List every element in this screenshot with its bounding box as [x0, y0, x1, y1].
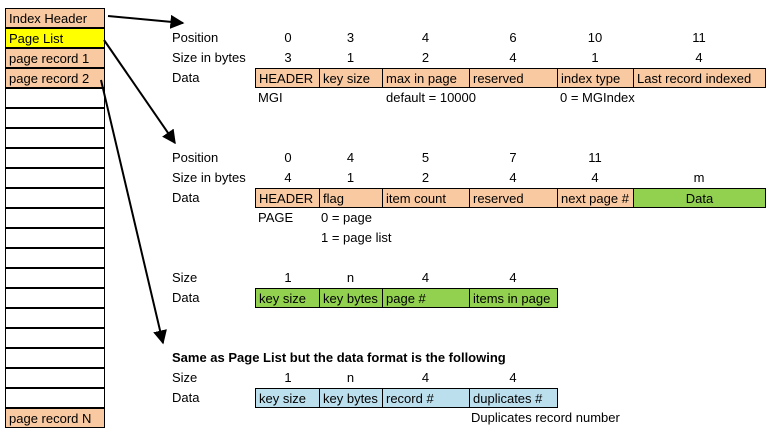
size-value: 4: [509, 170, 517, 185]
position-value: 3: [346, 30, 355, 45]
page-record-2-cell: page record 2: [5, 68, 105, 88]
size-value: 1: [346, 170, 355, 185]
empty-record-cell: [5, 168, 105, 188]
flag-note: 1 = page list: [321, 230, 392, 245]
size-value: 4: [509, 50, 517, 65]
size-value: 2: [421, 50, 430, 65]
size-value: 4: [421, 370, 430, 385]
empty-record-cell: [5, 388, 105, 408]
empty-record-cell: [5, 348, 105, 368]
key-bytes-field-cell: key bytes: [319, 388, 383, 408]
position-value: 4: [421, 30, 430, 45]
empty-record-cell: [5, 328, 105, 348]
data-label: Data: [172, 190, 200, 205]
position-value: 0: [284, 30, 292, 45]
index-type-note: 0 = MGIndex: [560, 90, 635, 105]
size-label: Size in bytes: [172, 50, 246, 65]
data-label: Data: [172, 70, 200, 85]
flag-field-cell: flag: [319, 188, 383, 208]
next-page-field-cell: next page #: [557, 188, 634, 208]
empty-record-cell: [5, 128, 105, 148]
last-record-indexed-field-cell: Last record indexed: [633, 68, 766, 88]
index-header-cell: Index Header: [5, 8, 105, 28]
size-value: 4: [509, 370, 517, 385]
items-in-page-field-cell: items in page: [469, 288, 558, 308]
size-value: 2: [421, 170, 430, 185]
item-count-field-cell: item count: [382, 188, 470, 208]
data-label: Data: [172, 390, 200, 405]
empty-record-cell: [5, 368, 105, 388]
record-number-field-cell: record #: [382, 388, 470, 408]
empty-record-cell: [5, 148, 105, 168]
header-field-cell: HEADER: [255, 68, 320, 88]
section-title: Same as Page List but the data format is…: [172, 350, 506, 365]
position-value: 11: [588, 150, 602, 165]
reserved-field-cell: reserved: [469, 68, 558, 88]
size-label: Size in bytes: [172, 170, 246, 185]
empty-record-cell: [5, 308, 105, 328]
empty-record-cell: [5, 248, 105, 268]
empty-record-cell: [5, 228, 105, 248]
size-value: 4: [591, 170, 599, 185]
arrow-to-page-list: [103, 39, 176, 145]
position-label: Position: [172, 150, 219, 165]
page-record-n-cell: page record N: [5, 408, 105, 428]
position-value: 11: [692, 30, 706, 45]
size-value: 3: [284, 50, 292, 65]
max-in-page-field-cell: max in page: [382, 68, 470, 88]
size-value: 1: [591, 50, 599, 65]
position-value: 10: [587, 30, 603, 45]
key-bytes-field-cell: key bytes: [319, 288, 383, 308]
size-value: m: [693, 170, 705, 185]
size-label: Size: [172, 370, 198, 385]
duplicates-field-cell: duplicates #: [469, 388, 558, 408]
header-note: MGI: [258, 90, 283, 105]
position-label: Position: [172, 30, 219, 45]
flag-note: 0 = page: [321, 210, 372, 225]
position-value: 7: [509, 150, 517, 165]
size-value: 4: [284, 170, 292, 185]
arrow-to-index-header: [107, 14, 185, 29]
header-note: PAGE: [258, 210, 294, 225]
size-value: 1: [284, 370, 292, 385]
position-value: 5: [421, 150, 430, 165]
page-number-field-cell: page #: [382, 288, 470, 308]
key-size-field-cell: key size: [319, 68, 383, 88]
key-size-field-cell: key size: [255, 288, 320, 308]
size-value: 4: [421, 270, 430, 285]
position-value: 4: [346, 150, 355, 165]
empty-record-cell: [5, 188, 105, 208]
data-label: Data: [172, 290, 200, 305]
empty-record-cell: [5, 108, 105, 128]
max-in-page-note: default = 10000: [386, 90, 476, 105]
empty-record-cell: [5, 208, 105, 228]
position-value: 6: [509, 30, 517, 45]
size-value: 4: [509, 270, 517, 285]
duplicates-note: Duplicates record number: [471, 410, 620, 425]
header-field-cell: HEADER: [255, 188, 320, 208]
size-value: 1: [284, 270, 292, 285]
size-value: 1: [346, 50, 355, 65]
size-label: Size: [172, 270, 198, 285]
index-type-field-cell: index type: [557, 68, 634, 88]
empty-record-cell: [5, 268, 105, 288]
page-record-1-cell: page record 1: [5, 48, 105, 68]
data-field-cell: Data: [633, 188, 766, 208]
size-value: n: [346, 270, 355, 285]
size-value: n: [346, 370, 355, 385]
size-value: 4: [695, 50, 703, 65]
position-value: 0: [284, 150, 292, 165]
arrow-to-page-record: [100, 79, 167, 345]
page-list-cell: Page List: [5, 28, 105, 48]
empty-record-cell: [5, 288, 105, 308]
